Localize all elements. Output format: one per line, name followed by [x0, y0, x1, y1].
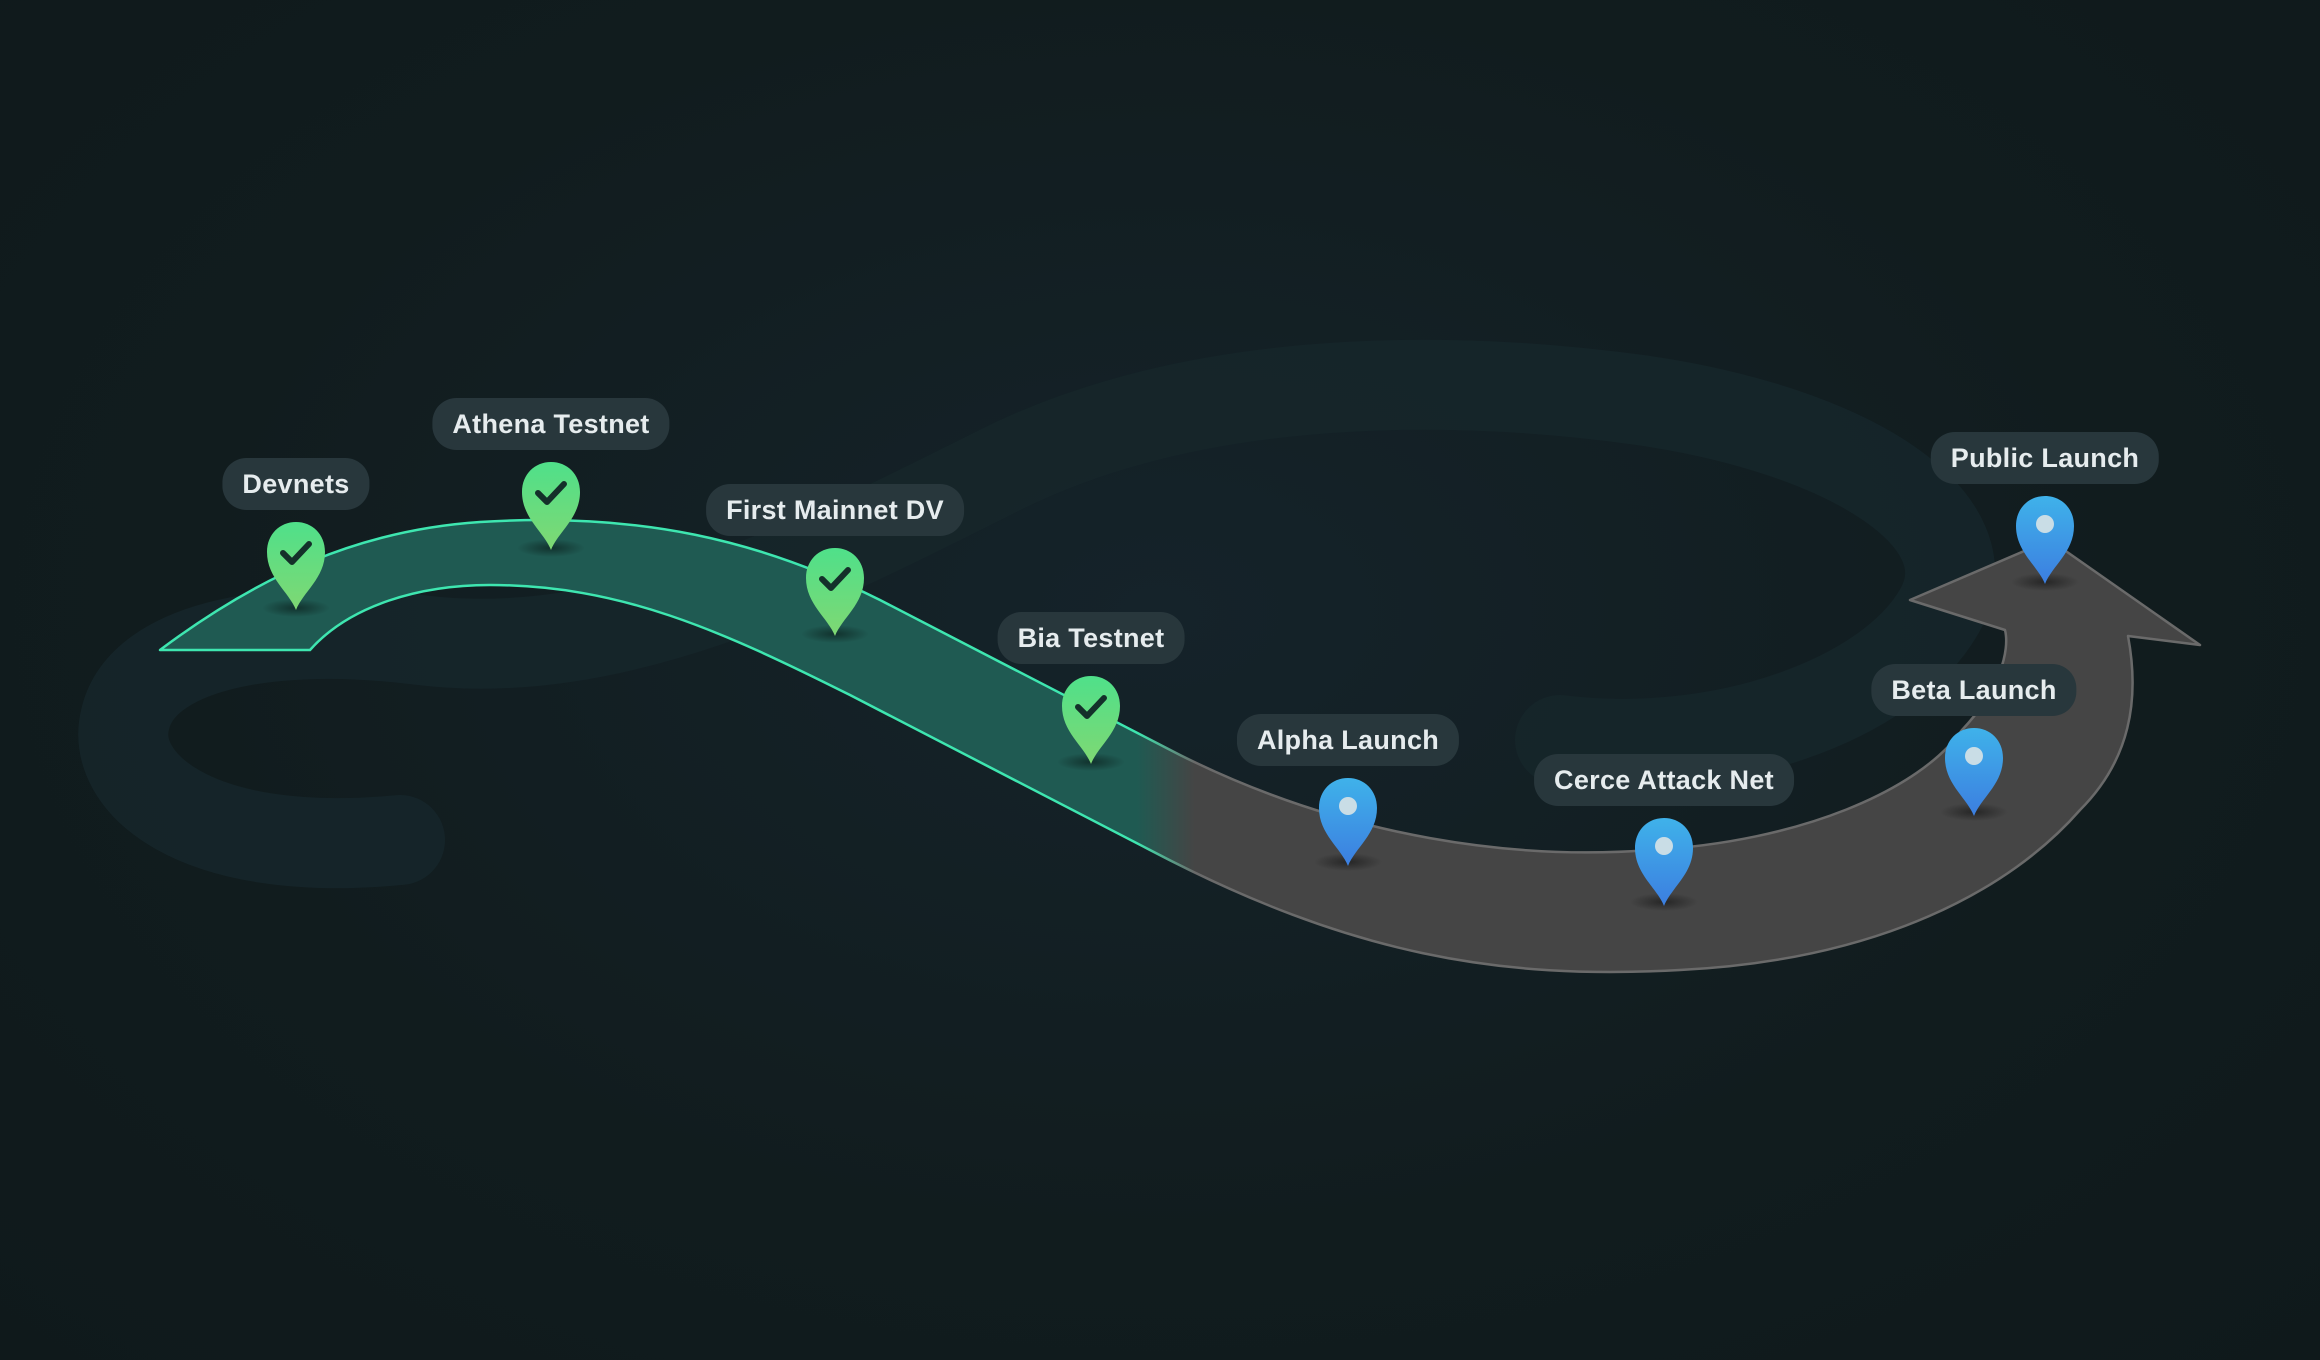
check-icon — [806, 548, 864, 636]
milestone-label-devnets: Devnets — [222, 458, 370, 511]
check-icon — [267, 522, 325, 610]
road-ribbon — [158, 518, 2202, 974]
milestone-label-first-mainnet-dv: First Mainnet DV — [706, 484, 964, 537]
milestone-label-cerce-attack-net: Cerce Attack Net — [1534, 754, 1794, 807]
map-pin-icon — [1945, 728, 2003, 816]
milestone-label-athena-testnet: Athena Testnet — [432, 398, 670, 451]
map-pin-icon — [1319, 778, 1377, 866]
check-icon — [522, 462, 580, 550]
map-pin-icon — [1635, 818, 1693, 906]
milestone-label-bia-testnet: Bia Testnet — [997, 612, 1185, 665]
milestone-label-alpha-launch: Alpha Launch — [1236, 714, 1460, 767]
milestone-label-public-launch: Public Launch — [1930, 432, 2160, 485]
map-pin-icon — [2016, 496, 2074, 584]
check-icon — [1062, 676, 1120, 764]
milestone-label-beta-launch: Beta Launch — [1871, 664, 2077, 717]
